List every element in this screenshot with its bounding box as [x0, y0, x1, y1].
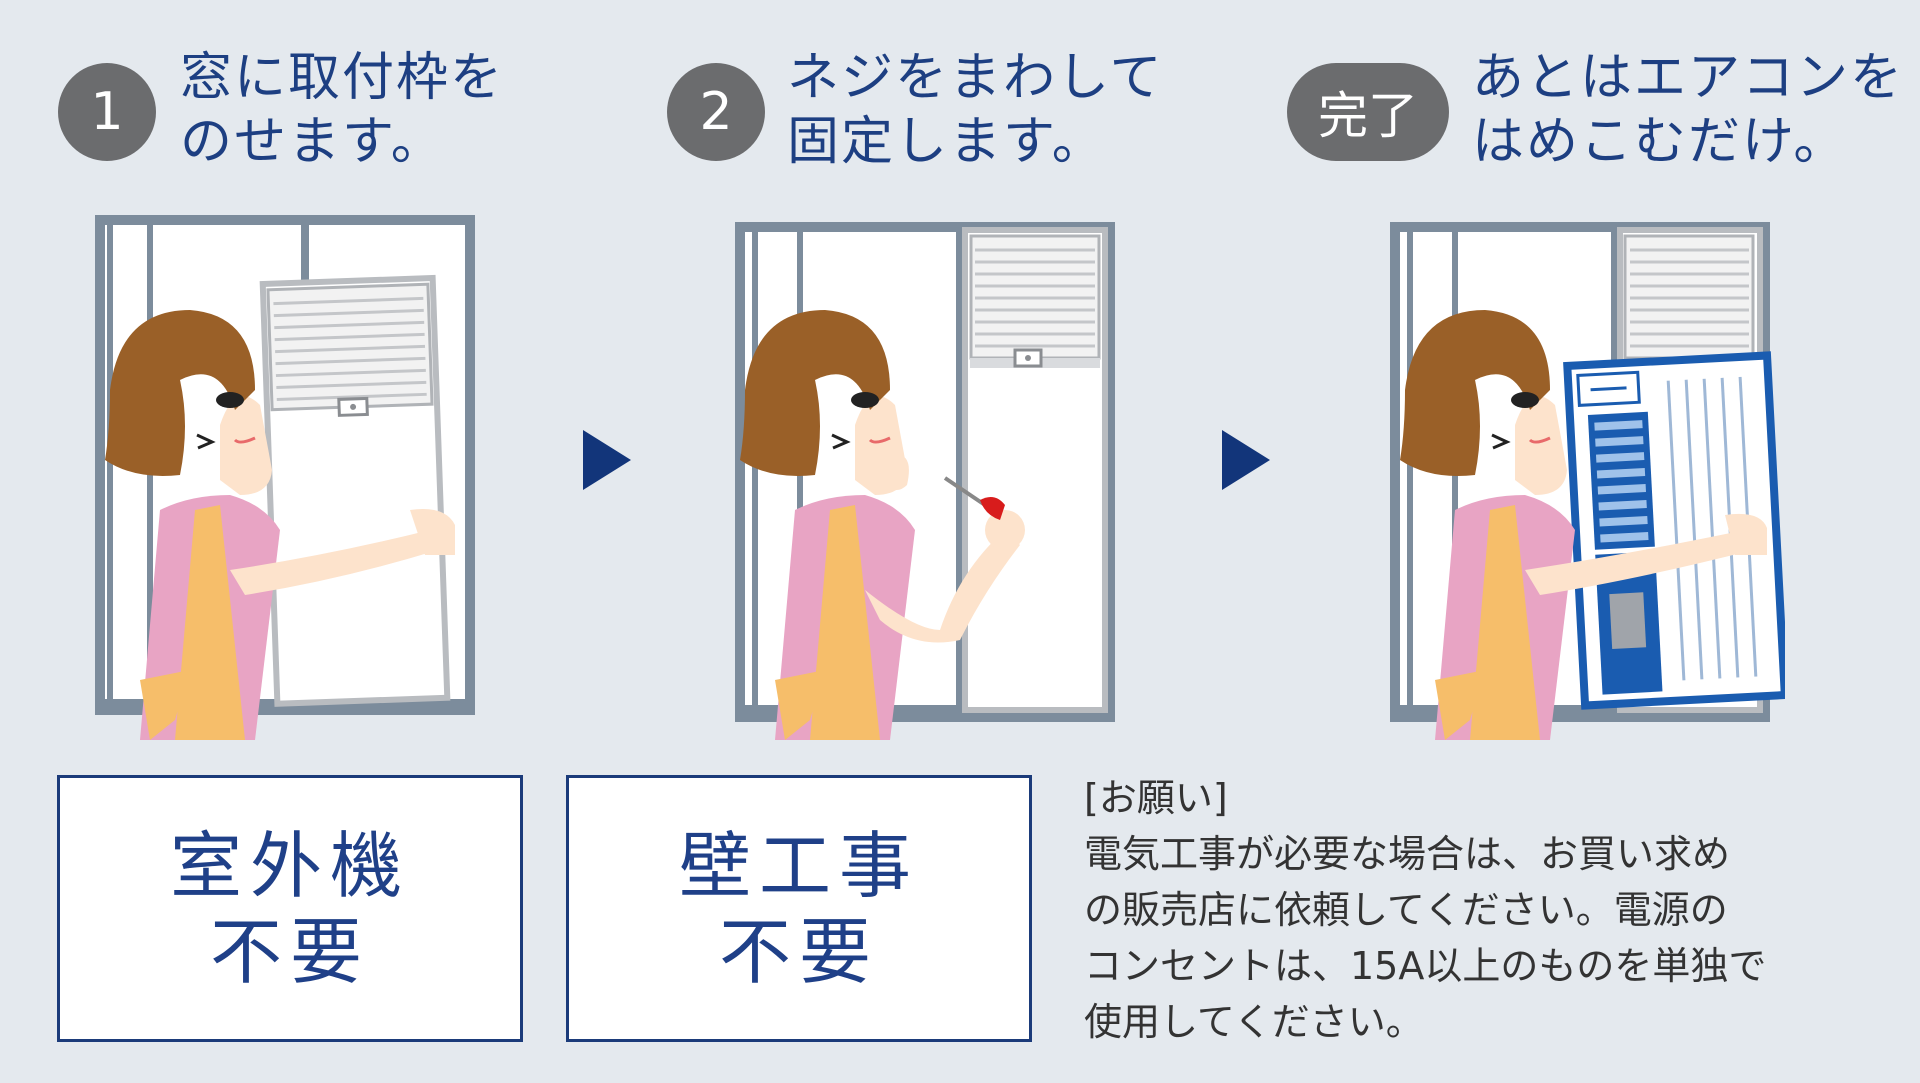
note-line: 使用してください。	[1084, 1000, 1424, 1044]
step-1-text: 窓に取付枠を のせます。	[180, 48, 505, 172]
step-2-text: ネジをまわして 固定します。	[787, 48, 1164, 172]
woman-window-frame-illustration	[95, 215, 475, 740]
note-line: 電気工事が必要な場合は、お買い求め	[1084, 832, 1731, 876]
note-line: コンセントは、15A以上のものを単独で	[1084, 944, 1767, 988]
woman-screwdriver-illustration	[735, 222, 1115, 740]
no-wall-work-box: 壁工事 不要	[566, 775, 1032, 1042]
step-2-badge: 2	[667, 63, 765, 161]
request-note: [お願い] 電気工事が必要な場合は、お買い求め の販売店に依頼してください。電源…	[1084, 770, 1804, 1050]
step-3-text: あとはエアコンを はめこむだけ。	[1472, 48, 1905, 172]
arrow-right-icon	[1222, 430, 1270, 490]
note-heading: [お願い]	[1084, 776, 1228, 820]
woman-aircon-illustration	[1390, 222, 1785, 740]
no-outdoor-unit-box: 室外機 不要	[57, 775, 523, 1042]
step-1-badge: 1	[58, 63, 156, 161]
arrow-right-icon	[583, 430, 631, 490]
note-line: の販売店に依頼してください。電源の	[1084, 888, 1728, 932]
step-3-badge: 完了	[1287, 63, 1449, 161]
